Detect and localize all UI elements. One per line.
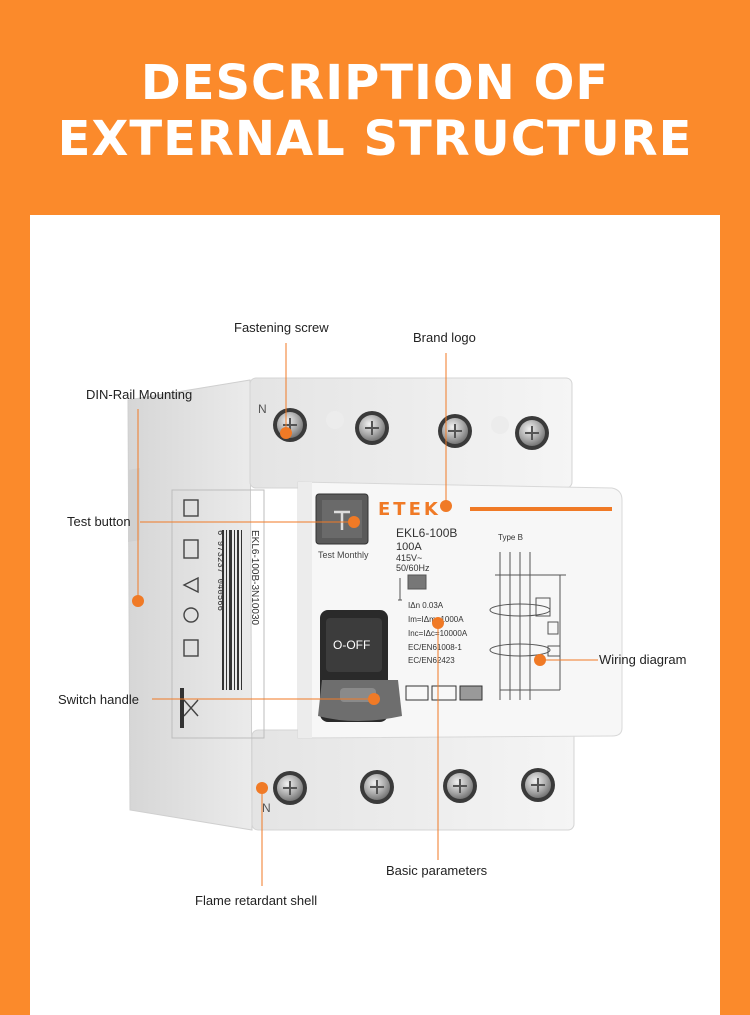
side-shell [127, 379, 253, 831]
dot-test-button [348, 516, 360, 528]
dot-brand-logo [440, 500, 452, 512]
callout-brand-logo: Brand logo [413, 330, 476, 345]
indicator-window [407, 574, 427, 590]
side-bar-mark [180, 688, 184, 728]
test-label: Test Monthly [318, 550, 369, 560]
model-number: EKL6-100B [396, 526, 457, 540]
side-label [171, 489, 265, 739]
callout-lines [137, 343, 598, 886]
callout-dots [132, 427, 546, 794]
title-line-2: EXTERNAL STRUCTURE [57, 111, 693, 167]
callout-flame-retardant-shell: Flame retardant shell [195, 893, 318, 908]
wiring-diagram [489, 552, 566, 700]
callout-switch-handle: Switch handle [58, 692, 139, 707]
front-face-shadow [298, 482, 312, 738]
dot-basic-parameters [432, 617, 444, 629]
bottom-screws [273, 768, 555, 805]
certification-marks [182, 499, 199, 717]
terminal-mark-bottom: N [262, 801, 271, 815]
symbol-row [405, 685, 483, 701]
brand-logo: ETEK [378, 499, 441, 520]
callout-fastening-screw: Fastening screw [234, 320, 329, 335]
callout-basic-parameters: Basic parameters [386, 863, 488, 878]
title-line-1: DESCRIPTION OF [140, 55, 610, 111]
side-barcode [222, 530, 242, 690]
din-rail-clip [128, 468, 140, 542]
barcode-number: 6 973237 040566 [215, 530, 225, 611]
rated-voltage: 415V~ [396, 553, 422, 563]
dot-din-rail [132, 595, 144, 607]
rated-current: 100A [396, 541, 422, 553]
switch-label: O-OFF [333, 638, 370, 652]
callout-wiring-diagram: Wiring diagram [599, 652, 687, 667]
param-4: EC/EN62423 [408, 656, 455, 665]
callout-test-button: Test button [67, 514, 131, 529]
side-label-text: EKL6-100B-3N10030 [249, 530, 260, 626]
page-title: DESCRIPTION OF EXTERNAL STRUCTURE [0, 55, 750, 167]
rated-frequency: 50/60Hz [396, 563, 430, 573]
param-0: IΔn 0.03A [408, 601, 444, 610]
param-3: EC/EN61008-1 [408, 643, 462, 652]
type-label: Type B [498, 533, 523, 542]
dot-wiring-diagram [534, 654, 546, 666]
dot-fastening-screw [280, 427, 292, 439]
dot-flame-retardant [256, 782, 268, 794]
terminal-mark-top: N [258, 402, 267, 416]
dot-switch-handle [368, 693, 380, 705]
callout-din-rail-mounting: DIN-Rail Mounting [86, 387, 193, 402]
